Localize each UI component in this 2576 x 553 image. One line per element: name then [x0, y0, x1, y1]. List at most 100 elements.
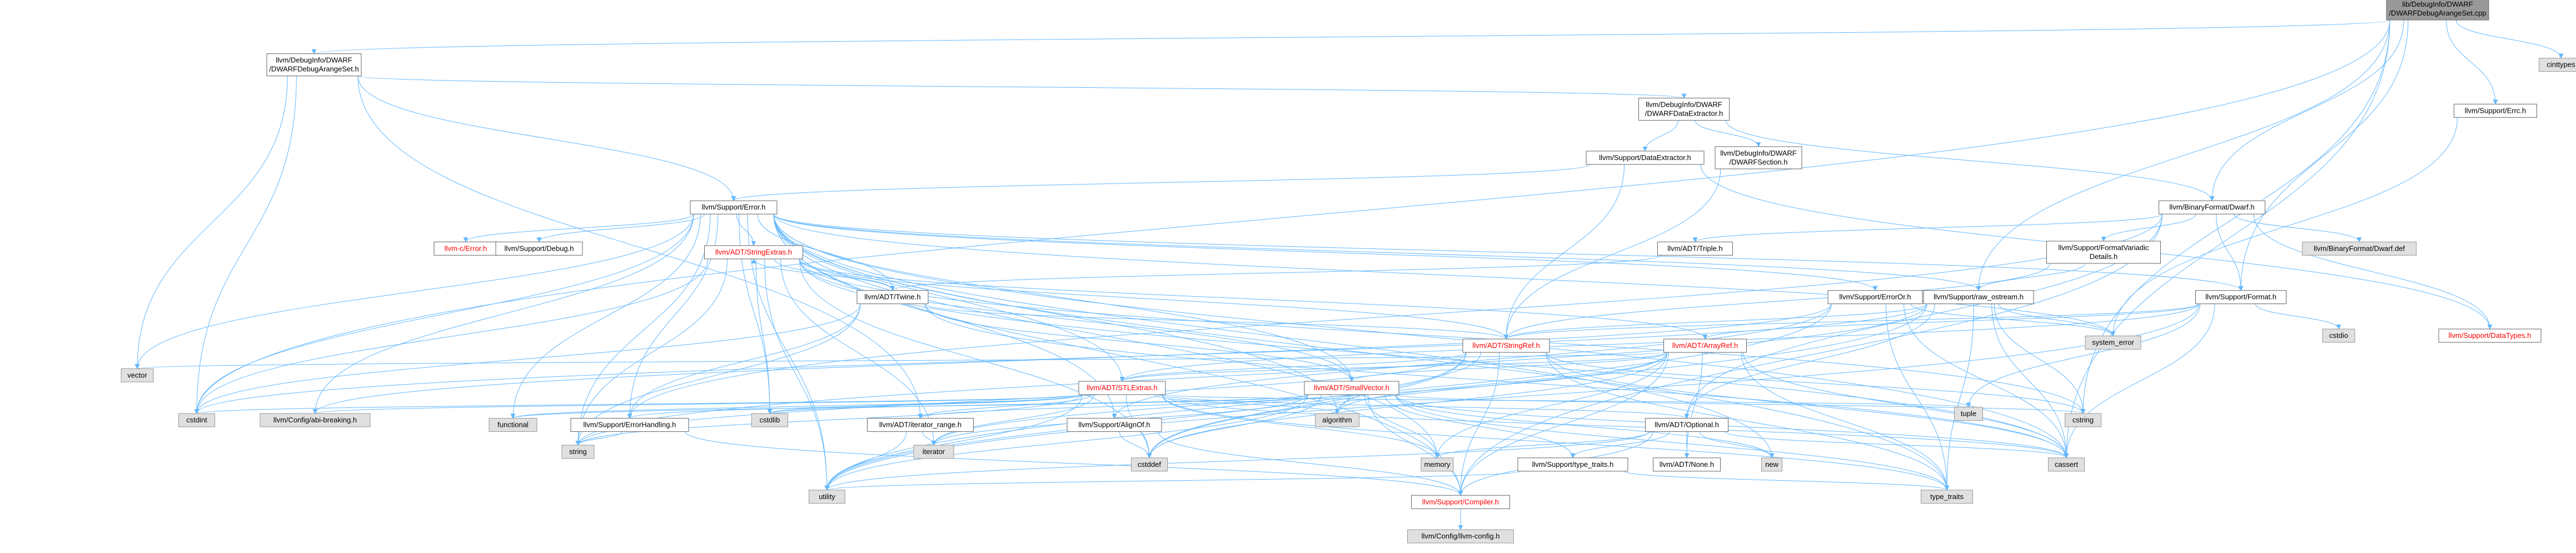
node-error[interactable]: llvm/Support/Error.h	[690, 200, 778, 215]
node-cerror[interactable]: llvm-c/Error.h	[434, 241, 498, 256]
edge-stringref-to-algorithm	[1334, 352, 1481, 414]
node-box	[570, 418, 689, 432]
node-label: cstdlib	[760, 416, 780, 424]
edge-optional-to-memory	[1434, 431, 1650, 459]
edge-optional-to-cassert	[1725, 431, 2069, 459]
node-root[interactable]: lib/DebugInfo/DWARF/DWARFDebugArangeSet.…	[2386, 0, 2489, 21]
edge-formatvariadic-to-rawostream	[1976, 263, 2085, 291]
edge-arrayref-to-cstddef	[1147, 352, 1667, 459]
edge-dwarf-to-dwarfdef	[2234, 213, 2362, 243]
node-rawostream[interactable]: llvm/Support/raw_ostream.h	[1923, 290, 2034, 305]
node-label: cstdio	[2329, 331, 2348, 340]
edge-error-to-typetraits	[773, 214, 1950, 491]
node-errc[interactable]: llvm/Support/Errc.h	[2454, 103, 2537, 118]
node-cstdio: cstdio	[2322, 328, 2355, 343]
edge-dwarf-to-formatvariadic	[2101, 214, 2196, 242]
edge-stringextras-to-utility	[764, 258, 830, 491]
edge-arrayref-to-cassert	[1743, 352, 2069, 459]
edge-smallvector-to-memory	[1364, 395, 1440, 459]
edge-root-to-arangeset	[312, 19, 2390, 54]
edge-format-to-utility	[824, 303, 2199, 491]
node-box	[1663, 338, 1747, 353]
node-label: iterator	[923, 447, 945, 456]
node-label: Details.h	[2090, 252, 2118, 261]
node-label: llvm/ADT/StringRef.h	[1472, 341, 1539, 350]
edge-dataextractor_dwarf-to-dwarf	[1726, 120, 2215, 202]
node-iterator: iterator	[913, 445, 954, 459]
edge-smallvector-to-cstddef	[1147, 395, 1322, 459]
node-dataextractor_dwarf[interactable]: llvm/DebugInfo/DWARF/DWARFDataExtractor.…	[1638, 97, 1730, 121]
node-box	[2322, 328, 2355, 343]
node-arrayref[interactable]: llvm/ADT/ArrayRef.h	[1663, 338, 1747, 353]
node-twine[interactable]: llvm/ADT/Twine.h	[856, 290, 929, 305]
edge-rawostream-to-cstdint	[194, 303, 1927, 414]
node-box	[1462, 338, 1550, 353]
node-box	[2046, 241, 2161, 264]
edge-error-to-memory	[773, 214, 1440, 459]
edge-smallvector-to-compiler	[1367, 395, 1463, 496]
edge-dataextractor_dwarf-to-dataextractor	[1642, 120, 1678, 152]
node-optional[interactable]: llvm/ADT/Optional.h	[1645, 418, 1728, 432]
node-label: llvm/Support/Compiler.h	[1422, 497, 1499, 506]
node-dwarfsection[interactable]: llvm/DebugInfo/DWARF/DWARFSection.h	[1715, 146, 1802, 170]
edge-optional-to-new	[1699, 431, 1775, 459]
node-box	[1411, 495, 1510, 509]
edge-arangeset-to-dataextractor_dwarf	[357, 76, 1686, 99]
node-erroror[interactable]: llvm/Support/ErrorOr.h	[1827, 290, 1923, 305]
edge-erroror-to-abibreaking	[312, 303, 1832, 414]
node-triple[interactable]: llvm/ADT/Triple.h	[1657, 241, 1733, 256]
node-none[interactable]: llvm/ADT/None.h	[1653, 457, 1721, 472]
node-smallvector[interactable]: llvm/ADT/SmallVector.h	[1304, 381, 1399, 395]
node-stlextras[interactable]: llvm/ADT/STLExtras.h	[1078, 381, 1166, 395]
node-box	[1638, 97, 1730, 121]
node-stringextras[interactable]: llvm/ADT/StringExtras.h	[704, 245, 803, 260]
edge-iteratorrange-to-utility	[824, 431, 907, 491]
edge-stringref-to-typetraits	[1546, 352, 1950, 491]
node-label: llvm/Support/Debug.h	[504, 244, 574, 252]
node-label: llvm/ADT/Twine.h	[864, 293, 920, 301]
edge-arangeset-to-vector	[134, 76, 288, 370]
node-typetraitsh[interactable]: llvm/Support/type_traits.h	[1517, 457, 1628, 472]
node-iteratorrange[interactable]: llvm/ADT/iterator_range.h	[867, 418, 974, 432]
node-box	[2386, 0, 2489, 21]
edge-format-to-stlextras	[1119, 303, 2199, 382]
node-label: llvm/Config/llvm-config.h	[1422, 532, 1500, 540]
node-debug[interactable]: llvm/Support/Debug.h	[495, 241, 583, 256]
edge-dwarf-to-format	[2216, 214, 2244, 291]
node-label: /DWARFDebugArangeSet.h	[269, 65, 358, 73]
node-label: tuple	[1961, 410, 1976, 418]
node-dwarf[interactable]: llvm/BinaryFormat/Dwarf.h	[2159, 200, 2265, 215]
edge-error-to-debug	[536, 213, 705, 243]
node-box	[1761, 457, 1782, 472]
node-box	[1067, 418, 1162, 432]
node-label: cstddef	[1138, 460, 1161, 469]
node-string: string	[561, 445, 595, 459]
node-alignof[interactable]: llvm/Support/AlignOf.h	[1067, 418, 1162, 432]
node-box	[2302, 241, 2416, 256]
edge-arrayref-to-compiler	[1458, 352, 1669, 496]
node-errorhandling[interactable]: llvm/Support/ErrorHandling.h	[570, 418, 689, 432]
edge-optional-to-typetraitsh	[1570, 431, 1670, 459]
node-compiler[interactable]: llvm/Support/Compiler.h	[1411, 495, 1510, 509]
edge-stringref-to-stlextras	[1119, 352, 1467, 382]
edge-stlextras-to-iteratorrange	[918, 394, 1093, 419]
node-label: llvm/ADT/ArrayRef.h	[1672, 341, 1738, 350]
edge-stlextras-to-abibreaking	[313, 394, 1083, 414]
node-arangeset[interactable]: llvm/DebugInfo/DWARF/DWARFDebugArangeSet…	[266, 53, 362, 77]
node-datatypes[interactable]: llvm/Support/DataTypes.h	[2438, 328, 2542, 343]
node-cassert: cassert	[2048, 457, 2085, 472]
edge-root-to-rawostream	[1976, 19, 2390, 291]
node-stringref[interactable]: llvm/ADT/StringRef.h	[1462, 338, 1550, 353]
node-label: llvm/ADT/iterator_range.h	[879, 421, 961, 429]
node-label: /DWARFDebugArangeSet.cpp	[2389, 9, 2486, 17]
node-dataextractor[interactable]: llvm/Support/DataExtractor.h	[1586, 151, 1705, 165]
node-box	[489, 418, 537, 432]
edge-arangeset-to-cstdint	[194, 76, 297, 414]
edge-stlextras-to-cassert	[1162, 394, 2069, 459]
edge-stlextras-to-memory	[1162, 395, 1440, 459]
node-box	[1921, 490, 1973, 504]
node-label: llvm/ADT/STLExtras.h	[1087, 383, 1158, 392]
node-format[interactable]: llvm/Support/Format.h	[2195, 290, 2286, 305]
node-box	[1078, 381, 1166, 395]
